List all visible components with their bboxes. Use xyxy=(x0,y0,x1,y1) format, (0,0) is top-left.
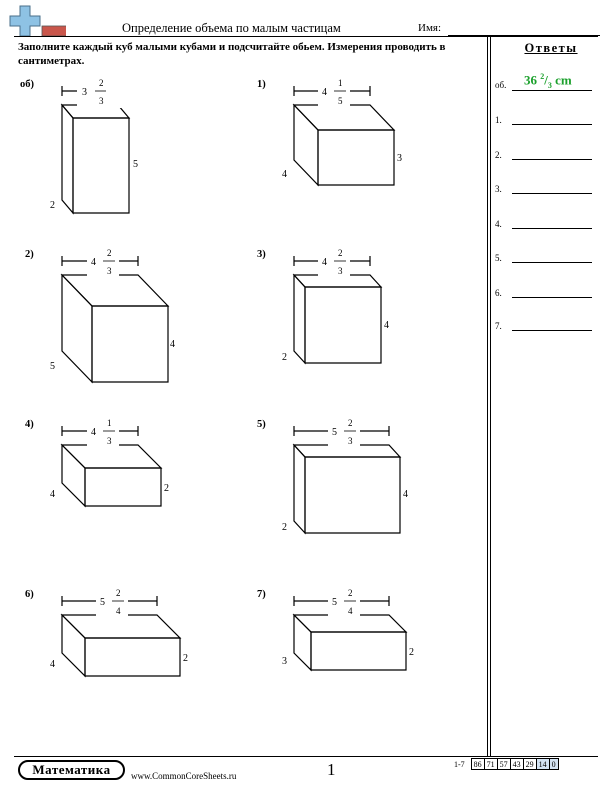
height-label: 4 xyxy=(384,320,389,331)
width-whole: 5 xyxy=(100,597,105,608)
header-rule xyxy=(14,36,598,37)
width-numerator: 2 xyxy=(348,418,353,428)
box-figure xyxy=(60,443,163,508)
answer-line[interactable] xyxy=(512,159,592,160)
width-denominator: 3 xyxy=(99,96,104,106)
problem-label: 7) xyxy=(257,589,266,600)
width-denominator: 4 xyxy=(348,606,353,616)
height-label: 4 xyxy=(170,339,175,350)
width-numerator: 1 xyxy=(107,418,112,428)
depth-label: 4 xyxy=(50,659,55,670)
score-cell: 57 xyxy=(496,758,511,770)
width-whole: 5 xyxy=(332,427,337,438)
width-whole: 3 xyxy=(82,87,87,98)
answer-label: 1. xyxy=(495,115,502,125)
subject-badge: Математика xyxy=(18,760,125,780)
page-number: 1 xyxy=(327,760,336,779)
height-label: 2 xyxy=(409,647,414,658)
footer-rule xyxy=(14,756,598,757)
score-cell: 29 xyxy=(522,758,537,770)
width-denominator: 4 xyxy=(116,606,121,616)
height-label: 2 xyxy=(164,483,169,494)
width-numerator: 2 xyxy=(338,248,343,258)
answer-line[interactable] xyxy=(512,330,592,331)
box-figure xyxy=(292,613,408,672)
answer-label: 7. xyxy=(495,321,502,331)
score-cell: 43 xyxy=(509,758,524,770)
box-figure xyxy=(60,613,182,678)
answer-line[interactable] xyxy=(512,124,592,125)
depth-label: 2 xyxy=(282,352,287,363)
answer-label: 4. xyxy=(495,219,502,229)
score-cell: 71 xyxy=(483,758,498,770)
answer-line[interactable] xyxy=(512,262,592,263)
width-denominator: 5 xyxy=(338,96,343,106)
problem-label: 4) xyxy=(25,419,34,430)
width-denominator: 3 xyxy=(107,266,112,276)
answer-line[interactable] xyxy=(512,193,592,194)
answer-example-value: 36 2/3 cm xyxy=(524,72,572,90)
answer-label: 2. xyxy=(495,150,502,160)
answer-column-divider xyxy=(487,36,488,756)
score-cell: 86 xyxy=(470,758,485,770)
depth-label: 4 xyxy=(282,169,287,180)
score-cell: 0 xyxy=(548,758,559,770)
answer-label: 3. xyxy=(495,184,502,194)
score-range-label: 1-7 xyxy=(454,759,465,769)
width-denominator: 3 xyxy=(348,436,353,446)
problem-label: об) xyxy=(20,79,34,90)
problem-label: 5) xyxy=(257,419,266,430)
box-figure xyxy=(60,103,131,215)
depth-label: 4 xyxy=(50,489,55,500)
site-url[interactable]: www.CommonCoreSheets.ru xyxy=(131,771,237,781)
box-figure xyxy=(292,103,396,187)
answer-label: 6. xyxy=(495,288,502,298)
depth-label: 2 xyxy=(50,200,55,211)
instructions: Заполните каждый куб малыми кубами и под… xyxy=(18,41,446,67)
width-denominator: 3 xyxy=(107,436,112,446)
box-figure xyxy=(60,273,170,384)
width-numerator: 2 xyxy=(107,248,112,258)
height-label: 3 xyxy=(397,153,402,164)
page-title: Определение объема по малым частицам xyxy=(122,21,341,35)
answer-line[interactable] xyxy=(512,228,592,229)
answer-line[interactable] xyxy=(512,90,592,91)
depth-label: 5 xyxy=(50,361,55,372)
height-label: 5 xyxy=(133,159,138,170)
box-figure xyxy=(292,443,402,535)
width-numerator: 2 xyxy=(116,588,121,598)
height-label: 4 xyxy=(403,489,408,500)
score-table: 1-7 86 71 57 43 29 14 0 xyxy=(452,758,559,770)
answer-line[interactable] xyxy=(512,297,592,298)
width-numerator: 1 xyxy=(338,78,343,88)
width-whole: 4 xyxy=(91,257,96,268)
depth-label: 3 xyxy=(282,656,287,667)
width-whole: 5 xyxy=(332,597,337,608)
width-whole: 4 xyxy=(322,87,327,98)
box-figure xyxy=(292,273,383,365)
width-whole: 4 xyxy=(322,257,327,268)
name-line[interactable] xyxy=(448,35,600,36)
depth-label: 2 xyxy=(282,522,287,533)
width-numerator: 2 xyxy=(348,588,353,598)
height-label: 2 xyxy=(183,653,188,664)
problem-label: 6) xyxy=(25,589,34,600)
name-label: Имя: xyxy=(418,22,442,34)
problem-label: 2) xyxy=(25,249,34,260)
answer-label: об. xyxy=(495,80,507,90)
width-numerator: 2 xyxy=(99,78,104,88)
width-denominator: 3 xyxy=(338,266,343,276)
answer-column-divider-inner xyxy=(490,36,491,756)
problem-label: 3) xyxy=(257,249,266,260)
problem-label: 1) xyxy=(257,79,266,90)
width-whole: 4 xyxy=(91,427,96,438)
answers-title: Ответы xyxy=(524,41,578,55)
score-cell: 14 xyxy=(535,758,550,770)
answer-label: 5. xyxy=(495,253,502,263)
